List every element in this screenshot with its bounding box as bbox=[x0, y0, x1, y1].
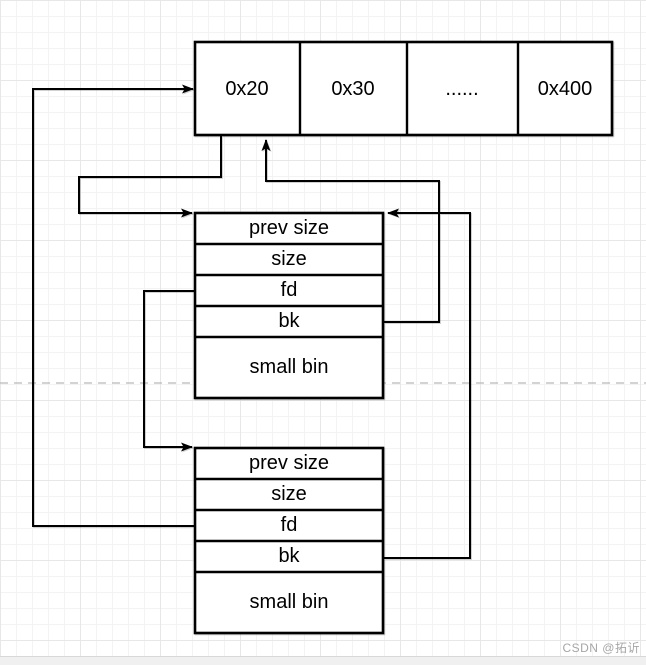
chunk-1-size-label: size bbox=[271, 248, 307, 270]
chunk-2: prev size size fd bk small bin bbox=[193, 446, 385, 635]
chunk-2-fd-label: fd bbox=[281, 514, 298, 536]
chunk-2-bk-label: bk bbox=[278, 545, 300, 567]
bin-array: 0x20 0x30 ...... 0x400 bbox=[193, 40, 614, 137]
watermark: CSDN @拓䜣 bbox=[562, 641, 640, 655]
chunk-1-payload-label: small bin bbox=[250, 356, 329, 378]
arrow-chunk2-fd-to-bin bbox=[32, 84, 195, 527]
arrow-chunk2-bk-to-chunk1 bbox=[383, 208, 471, 559]
canvas-bottom-edge bbox=[0, 656, 646, 665]
bin-cell-label: 0x20 bbox=[225, 78, 268, 100]
chunk-1-prev-size-label: prev size bbox=[249, 217, 329, 239]
bin-cell-label: ...... bbox=[445, 78, 478, 100]
chunk-2-payload-label: small bin bbox=[250, 591, 329, 613]
chunk-1-bk-label: bk bbox=[278, 310, 300, 332]
chunk-1-fd-label: fd bbox=[281, 279, 298, 301]
arrow-bin-to-chunk1 bbox=[78, 135, 222, 218]
bin-cell-label: 0x400 bbox=[538, 78, 593, 100]
arrow-chunk1-bk-to-bin bbox=[261, 139, 440, 323]
bin-array-box bbox=[193, 40, 614, 137]
chunk-2-size-label: size bbox=[271, 483, 307, 505]
chunk-2-prev-size-label: prev size bbox=[249, 452, 329, 474]
chunk-1: prev size size fd bk small bin bbox=[193, 211, 385, 400]
bin-cell-label: 0x30 bbox=[331, 78, 374, 100]
arrow-chunk1-fd-to-chunk2 bbox=[143, 290, 195, 452]
